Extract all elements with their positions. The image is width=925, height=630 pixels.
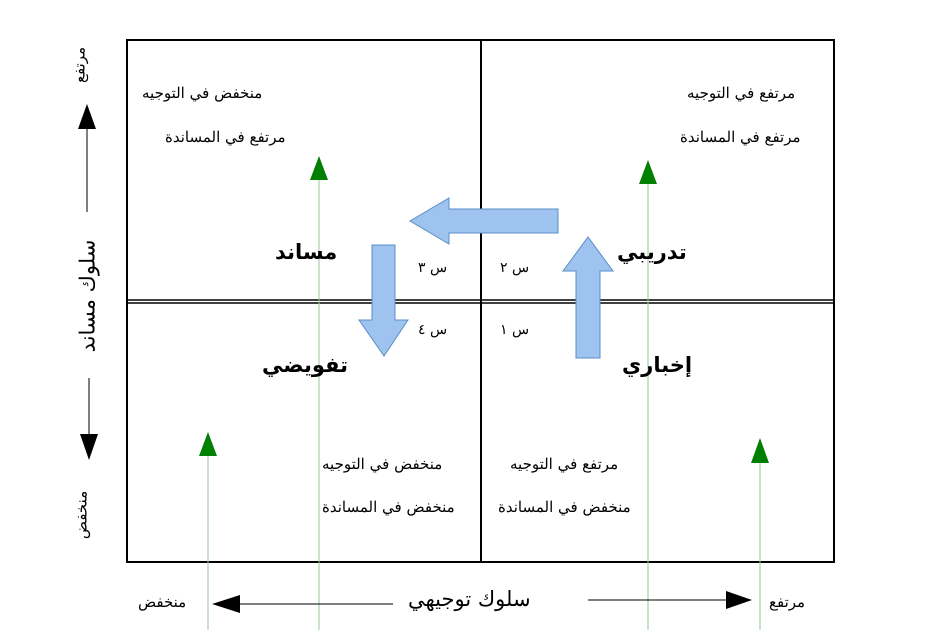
flow-arrow-left bbox=[409, 197, 559, 245]
top-left-line1: منخفض في التوجيه bbox=[142, 84, 263, 102]
y-axis-title: سلوك مساند bbox=[75, 239, 100, 353]
x-axis-low-label: منخفض bbox=[138, 593, 187, 611]
y-axis-low-label: منخفض bbox=[72, 490, 91, 540]
growth-arrowhead-2 bbox=[639, 160, 657, 184]
flow-arrow-up bbox=[562, 236, 614, 359]
style-delegating: تفويضي bbox=[262, 353, 348, 377]
number-s3: س ٣ bbox=[418, 260, 448, 276]
growth-arrowhead-3 bbox=[199, 432, 217, 456]
y-axis-down-arrowhead bbox=[80, 434, 98, 460]
bottom-left-line1: منخفض في التوجيه bbox=[322, 455, 443, 473]
growth-arrowhead-4 bbox=[751, 438, 769, 463]
number-s1: س ١ bbox=[500, 322, 530, 338]
y-axis-high-label: مرتفع bbox=[70, 46, 89, 84]
growth-arrowhead-1 bbox=[310, 156, 328, 180]
bottom-right-line1: مرتفع في التوجيه bbox=[510, 455, 619, 473]
top-left-line2: مرتفع في المساندة bbox=[165, 128, 286, 146]
bottom-left-line2: منخفض في المساندة bbox=[322, 498, 455, 516]
top-right-line2: مرتفع في المساندة bbox=[680, 128, 801, 146]
number-s2: س ٢ bbox=[500, 260, 530, 276]
top-right-line1: مرتفع في التوجيه bbox=[687, 84, 796, 102]
style-telling: إخباري bbox=[622, 353, 693, 377]
x-axis-left-arrowhead bbox=[212, 595, 240, 613]
x-axis-right-arrowhead bbox=[726, 591, 752, 609]
style-supporting: مساند bbox=[275, 240, 338, 264]
x-axis-title: سلوك توجيهي bbox=[408, 587, 531, 611]
y-axis-up-arrowhead bbox=[78, 104, 96, 129]
bottom-right-line2: منخفض في المساندة bbox=[498, 498, 631, 516]
style-coaching: تدريبي bbox=[617, 240, 687, 264]
flow-arrow-down bbox=[358, 244, 409, 357]
x-axis-high-label: مرتفع bbox=[769, 593, 806, 611]
number-s4: س ٤ bbox=[418, 322, 448, 338]
